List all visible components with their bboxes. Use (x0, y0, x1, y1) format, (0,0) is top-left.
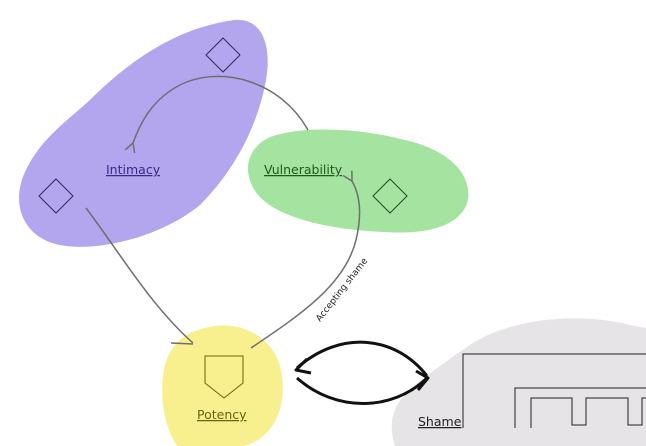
arrowhead-potency (294, 357, 312, 375)
node-label-intimacy[interactable]: Intimacy (106, 162, 161, 177)
edge-label-accepting-shame: Accepting shame (314, 256, 370, 324)
vulnerability-region[interactable] (247, 129, 469, 233)
node-label-shame[interactable]: Shame (418, 414, 462, 429)
edge-vulnerability-to-intimacy (124, 75, 309, 154)
edge-intimacy-to-potency (85, 207, 194, 344)
arrowhead-shame (415, 369, 430, 391)
potency-region[interactable] (162, 325, 283, 446)
diamond-icon (205, 37, 241, 73)
edge-potency-to-vulnerability (250, 170, 361, 349)
edge-potency-shame-bottom (296, 376, 429, 405)
home-plate-icon (204, 355, 244, 399)
square-wave-icon (462, 353, 646, 428)
edge-potency-shame-top (296, 340, 429, 377)
shame-region[interactable] (391, 318, 646, 446)
edge-intimacy-to-potency-arrow (170, 342, 194, 345)
diamond-icon (38, 178, 74, 214)
node-label-potency[interactable]: Potency (197, 407, 247, 422)
diamond-icon (372, 178, 408, 214)
node-label-vulnerability[interactable]: Vulnerability (264, 162, 343, 177)
